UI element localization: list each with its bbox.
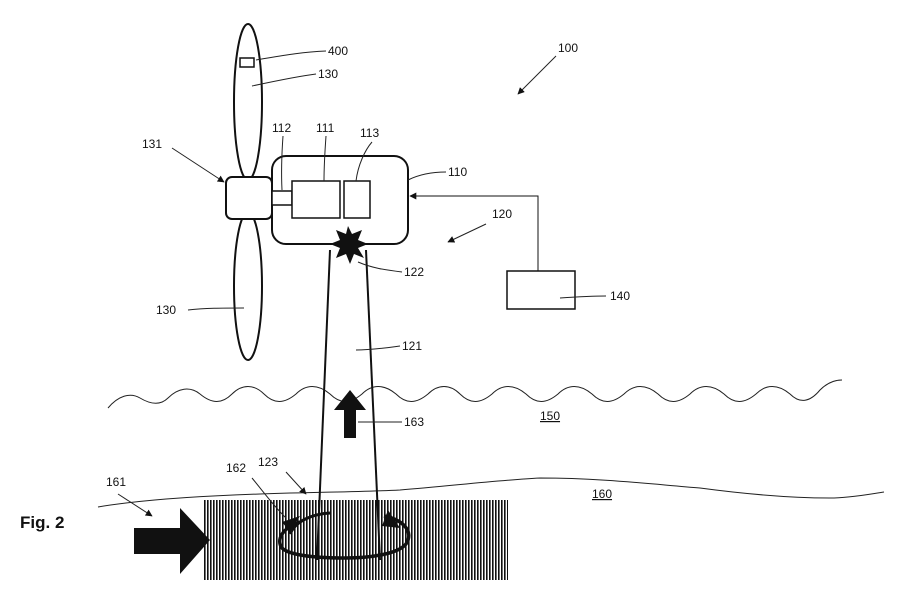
hub: [226, 177, 272, 219]
label-400: 400: [328, 44, 348, 58]
sea-surface-line: [108, 380, 842, 408]
leader-100: [518, 56, 556, 94]
label-161: 161: [106, 475, 126, 489]
leader-123: [286, 472, 306, 494]
controller-140: [507, 271, 575, 309]
leader-122: [358, 262, 402, 272]
label-122: 122: [404, 265, 424, 279]
leader-161: [118, 494, 152, 516]
control-line: [410, 196, 538, 271]
upward-arrow: [334, 390, 366, 438]
label-110: 110: [448, 165, 467, 179]
label-100: 100: [558, 41, 578, 55]
leader-121: [356, 346, 400, 350]
leader-110: [408, 172, 446, 180]
sensor-400: [240, 58, 254, 67]
figure-label: Fig. 2: [20, 513, 64, 532]
shaft-112: [272, 191, 292, 205]
label-150: 150: [540, 409, 560, 423]
component-113: [344, 181, 370, 218]
component-111: [292, 181, 340, 218]
label-130-bottom: 130: [156, 303, 176, 317]
label-163: 163: [404, 415, 424, 429]
label-130-top: 130: [318, 67, 338, 81]
blade-bottom: [234, 212, 262, 360]
label-121: 121: [402, 339, 422, 353]
label-131: 131: [142, 137, 162, 151]
label-140: 140: [610, 289, 630, 303]
leader-131: [172, 148, 224, 182]
label-112: 112: [272, 121, 291, 135]
label-111: 111: [316, 121, 335, 135]
label-160: 160: [592, 487, 612, 501]
leader-400: [256, 51, 326, 60]
label-120: 120: [492, 207, 512, 221]
label-113: 113: [360, 126, 379, 140]
label-162: 162: [226, 461, 246, 475]
blade-top: [234, 24, 262, 180]
seabed-region: [203, 500, 508, 580]
label-123: 123: [258, 455, 278, 469]
leader-120: [448, 224, 486, 242]
flow-arrow: [134, 508, 210, 574]
